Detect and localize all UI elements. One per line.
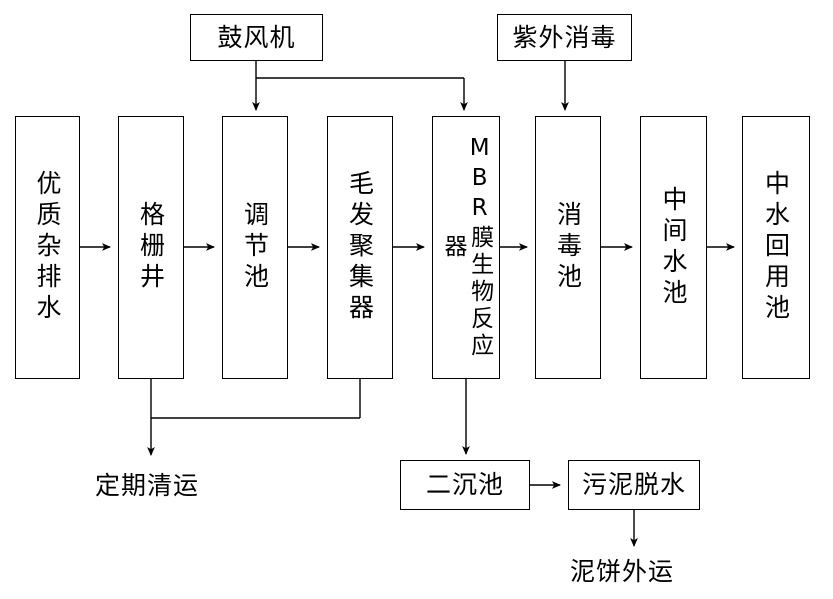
- node-hair-collector[interactable]: 毛发聚集器: [327, 116, 393, 379]
- node-source-wastewater[interactable]: 优质杂排水: [15, 116, 80, 379]
- node-mbr-bioreactor-label: MBR膜生物反应器: [440, 135, 493, 360]
- node-grit-chamber[interactable]: 格栅井: [118, 116, 184, 379]
- node-secondary-clarifier-label: 二沉池: [425, 470, 504, 500]
- label-periodic-haul-away-text: 定期清运: [95, 471, 200, 500]
- node-uv-disinfection-label: 紫外消毒: [512, 22, 617, 52]
- node-reclaimed-water-tank-label: 中水回用池: [761, 170, 791, 325]
- node-blower[interactable]: 鼓风机: [190, 14, 323, 61]
- node-disinfection-tank[interactable]: 消毒池: [535, 116, 601, 379]
- node-blower-label: 鼓风机: [217, 22, 296, 52]
- node-disinfection-tank-label: 消毒池: [553, 201, 583, 294]
- node-sludge-dewatering[interactable]: 污泥脱水: [568, 460, 700, 510]
- node-intermediate-tank[interactable]: 中间水池: [640, 116, 707, 379]
- node-mbr-bioreactor[interactable]: MBR膜生物反应器: [432, 116, 500, 379]
- node-uv-disinfection[interactable]: 紫外消毒: [497, 14, 632, 61]
- node-reclaimed-water-tank[interactable]: 中水回用池: [742, 116, 810, 379]
- node-hair-collector-label: 毛发聚集器: [345, 170, 375, 325]
- node-secondary-clarifier[interactable]: 二沉池: [400, 460, 530, 510]
- node-equalization-tank[interactable]: 调节池: [222, 116, 288, 379]
- label-periodic-haul-away: 定期清运: [95, 466, 199, 502]
- node-intermediate-tank-label: 中间水池: [659, 185, 688, 310]
- node-grit-chamber-label: 格栅井: [136, 201, 166, 294]
- label-sludge-cake-haul-away-text: 泥饼外运: [570, 557, 675, 586]
- node-equalization-tank-label: 调节池: [240, 201, 270, 294]
- label-sludge-cake-haul-away: 泥饼外运: [570, 552, 674, 588]
- node-source-wastewater-label: 优质杂排水: [33, 170, 62, 325]
- node-sludge-dewatering-label: 污泥脱水: [581, 470, 686, 500]
